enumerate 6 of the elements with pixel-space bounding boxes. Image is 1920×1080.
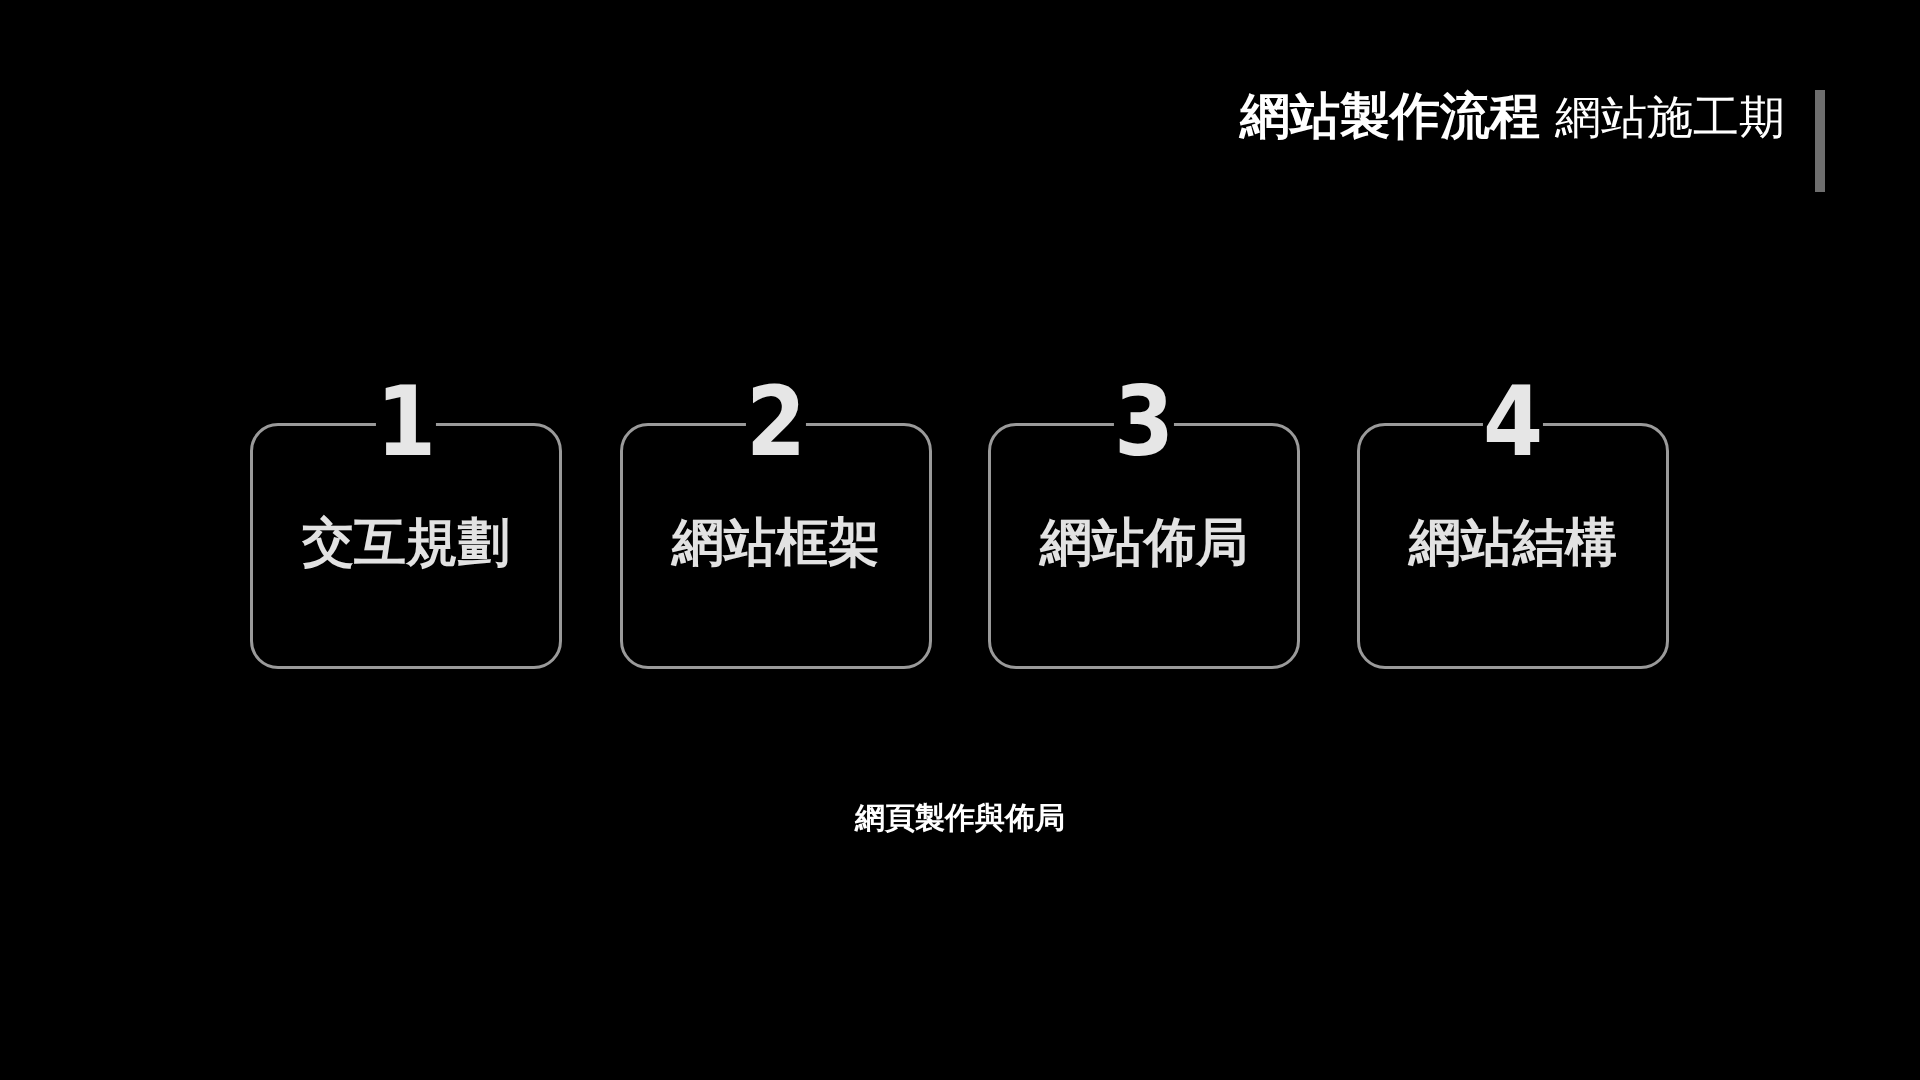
step-label: 網站佈局 — [1040, 513, 1248, 573]
step-label: 交互規劃 — [302, 513, 510, 573]
step-label: 網站框架 — [672, 513, 880, 573]
slide-caption: 網頁製作與佈局 — [855, 800, 1065, 835]
slide-title: 網站製作流程 網站施工期 — [1240, 86, 1785, 146]
step-label: 網站結構 — [1409, 513, 1617, 573]
